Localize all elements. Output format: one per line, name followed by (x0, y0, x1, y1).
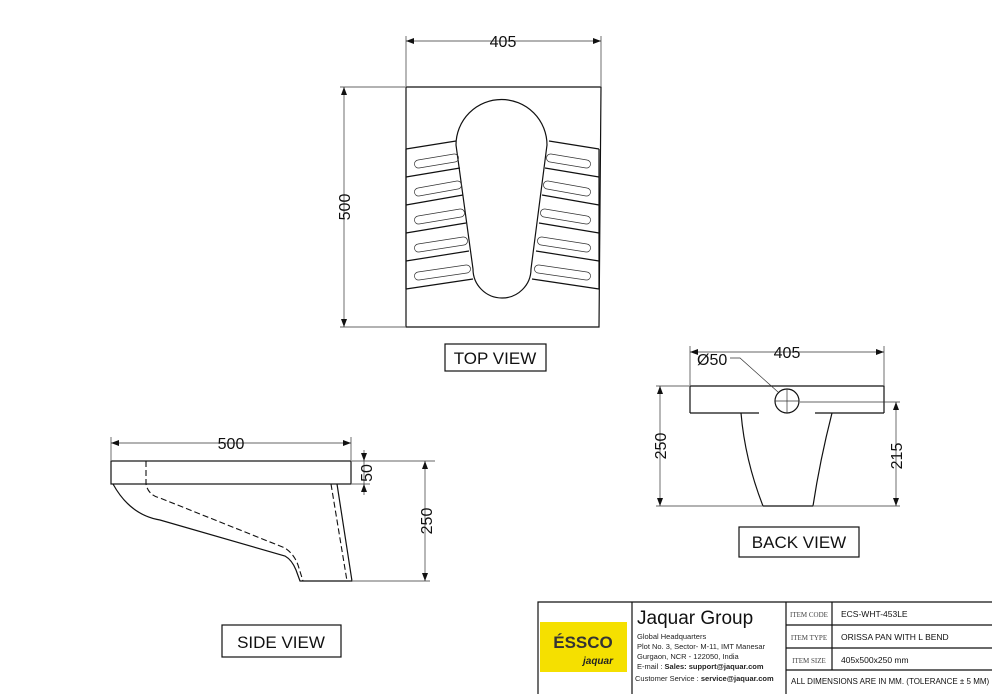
side-view-label-box (221, 624, 342, 658)
item-code-value: ECS-WHT-453LE (841, 609, 908, 619)
back-view-label-box (738, 526, 860, 558)
side-length-dim: 500 (218, 436, 245, 453)
item-code-key: ITEM CODE (790, 611, 828, 619)
side-view: 500 50 250 SIDE VIEW (110, 436, 436, 658)
back-view: 405 Ø50 250 215 BACK VIEW (653, 345, 906, 558)
top-length-dim: 500 (337, 194, 354, 221)
top-view-label: TOP VIEW (454, 349, 537, 368)
side-view-label: SIDE VIEW (237, 633, 325, 652)
svg-text:Global Headquarters Plot No. 3: Global Headquarters Plot No. 3, Sector- … (635, 632, 774, 683)
top-view: 405 500 TOP VIEW (337, 34, 602, 372)
item-size-key: ITEM SIZE (792, 657, 826, 665)
service-email[interactable]: service@jaquar.com (701, 674, 774, 683)
back-width-dim: 405 (774, 345, 801, 362)
address-line: Plot No. 3, Sector- M-11, IMT Manesar (637, 642, 766, 651)
back-view-label: BACK VIEW (752, 533, 846, 552)
top-view-label-box (444, 343, 547, 372)
side-rim-dim: 50 (359, 464, 376, 482)
outlet-height-dim: 215 (889, 443, 906, 470)
sales-email[interactable]: Sales: support@jaquar.com (665, 662, 764, 671)
svg-text:ÉSSCO: ÉSSCO (553, 633, 613, 652)
svg-text:jaquar: jaquar (581, 656, 614, 667)
address-line: Gurgaon, NCR - 122050, India (637, 652, 740, 661)
top-width-dim: 405 (490, 34, 517, 51)
title-block: ÉSSCO jaquar Jaquar Group Global Headqua… (537, 601, 992, 694)
item-type-value: ORISSA PAN WITH L BEND (841, 632, 949, 642)
dimension-note: ALL DIMENSIONS ARE IN MM. (TOLERANCE ± 5… (791, 677, 990, 686)
company-name: Jaquar Group (637, 608, 753, 629)
address-line: Global Headquarters (637, 632, 706, 641)
item-size-value: 405x500x250 mm (841, 655, 909, 665)
side-height-dim: 250 (419, 508, 436, 535)
outlet-dia-dim: Ø50 (697, 352, 727, 369)
item-type-key: ITEM TYPE (791, 634, 827, 642)
back-height-dim: 250 (653, 433, 670, 460)
essco-logo (540, 622, 627, 672)
